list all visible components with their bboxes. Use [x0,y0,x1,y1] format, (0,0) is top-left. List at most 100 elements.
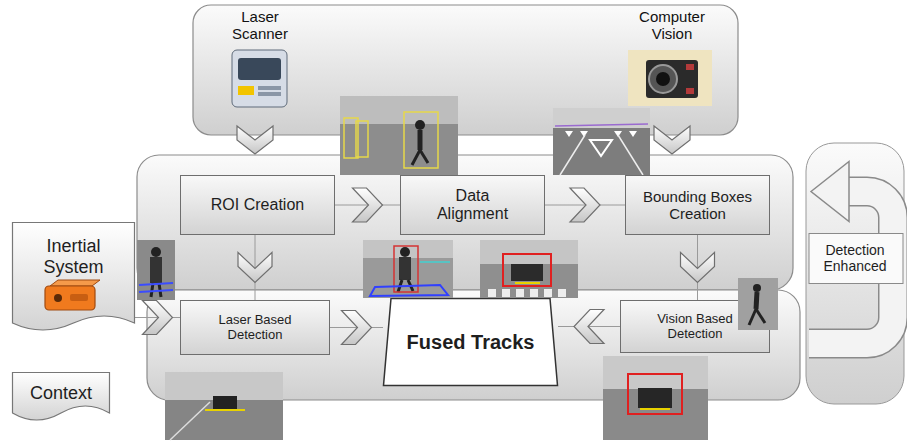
pedestrian-photo-part [150,257,162,283]
detection-photo [363,240,453,298]
road-photo-part [553,108,650,128]
laser-scanner-icon-part [258,86,281,90]
inertial-unit-icon [45,280,100,310]
top-band-part [193,5,738,135]
detection-photo-part [480,240,578,264]
process-box: Bounding Boxes Creation [625,175,770,235]
sensor-label: Computer Vision [622,8,722,43]
inertial-unit-icon-part [45,286,95,310]
detection-photo-part [363,240,453,298]
camera-icon [628,50,712,106]
document-shape: Context [12,372,110,425]
car-photo-part [205,409,245,411]
laser-scanner-icon-part [258,92,281,96]
car-photo [603,356,708,440]
camera-icon-part [686,64,694,70]
inertial-unit-icon-part [54,294,62,302]
chevron-connector [335,188,400,222]
laser-scanner-icon [232,50,287,107]
node-text: Fused Tracks [407,331,535,354]
chevron-connector [558,310,620,344]
trapezoid-box: Fused Tracks [383,298,558,386]
process-box: ROI Creation [180,175,335,235]
camera-icon-part [686,88,694,94]
car-photo-part [603,356,708,440]
laser-scanner-icon-part [238,58,281,80]
node-text: Vision Based Detection [651,312,739,342]
car-photo-part [165,372,283,440]
chevron-connector [238,235,272,300]
chevron-arrowhead [143,301,173,335]
pedestrian-photo-part [749,309,756,325]
camera-icon-part [646,60,698,98]
detection-photo-part [420,261,450,263]
bottom-band [147,290,800,400]
trapezoid-outline [384,299,558,386]
pedestrian-photo-part [756,309,765,323]
pedestrian-photo-part [415,120,425,130]
process-box: Data Alignment [400,175,545,235]
chevron-arrowhead [342,311,372,345]
road-photo-part [555,124,648,126]
u-turn-arrowhead [811,162,849,222]
car-photo-part [628,374,682,414]
road-photo-part [553,108,650,175]
chevron-arrowhead [353,188,383,222]
detection-photo-part [530,289,538,297]
chevron-connector [681,235,715,300]
node-text: Context [30,383,92,404]
band-chevron-part [654,126,690,154]
document-outline [13,373,110,421]
middle-band-part [137,155,793,290]
pedestrian-photo [137,240,175,300]
document-outline [13,223,135,331]
car-photo-part [603,356,708,389]
top-band [193,5,738,135]
detection-photo-part [502,289,510,297]
car-photo-part [213,396,237,410]
camera-icon-part [628,50,712,106]
pedestrian-photo-part [151,247,161,257]
document-shape: Inertial System [12,222,135,335]
node-text: Detection Enhanced [813,242,897,274]
pedestrian-photo-part [412,150,420,165]
pedestrian-photo-part [139,290,173,292]
camera-icon-part [649,65,677,93]
road-photo-part [560,135,585,175]
pedestrian-photo-part [418,130,423,150]
pedestrian-photo-part [420,150,428,163]
pedestrian-photo [340,96,458,175]
detection-photo-part [480,240,578,298]
detection-photo-part [558,289,566,297]
pedestrian-photo-part [404,112,438,168]
camera-icon-part [656,72,670,86]
detection-photo [480,240,578,298]
process-box: Laser Based Detection [180,300,330,355]
laser-scanner-icon-part [238,86,254,95]
car-photo [165,372,283,440]
detection-photo-part [399,257,411,280]
middle-band [137,155,793,290]
road-photo-part [618,135,643,175]
detection-photo-part [363,240,453,258]
detection-photo-part [544,289,552,297]
pedestrian-photo-part [340,96,458,175]
node-text: Inertial System [18,236,129,277]
chevron-connector [545,188,625,222]
laser-scanner-icon-part [232,50,287,107]
pedestrian-photo-part [356,121,368,157]
detection-photo-part [488,289,496,297]
band-chevron-part [237,126,273,154]
inertial-unit-icon-part [50,280,100,286]
car-photo-part [165,372,283,400]
pedestrian-photo [738,278,778,330]
panel-outline [806,143,904,404]
chevron-arrowhead [574,310,604,344]
detection-photo-part [394,246,418,292]
detection-photo-part [516,289,524,297]
chevron-connector [135,301,180,335]
process-box: Vision Based Detection [620,300,770,353]
